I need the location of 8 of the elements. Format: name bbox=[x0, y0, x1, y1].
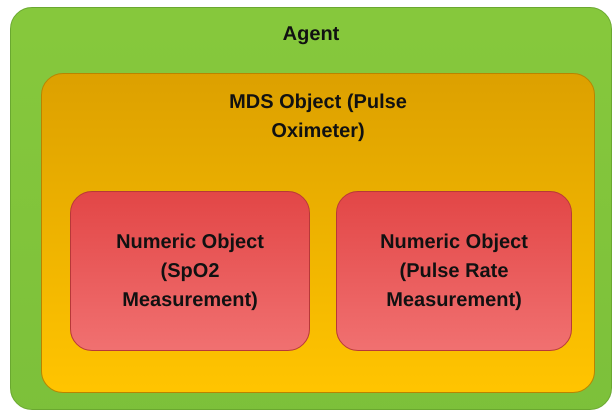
numeric-object-box bbox=[70, 191, 310, 351]
agent-container bbox=[10, 7, 612, 410]
numeric-object-box bbox=[336, 191, 572, 351]
box-title: MDS Object (Pulse Oximeter) bbox=[228, 90, 408, 144]
mds-object-box bbox=[41, 73, 595, 393]
box-title: Agent bbox=[282, 22, 340, 47]
box-title: Numeric Object (Pulse Rate Measurement) bbox=[379, 230, 529, 313]
box-title: Numeric Object (SpO2 Measurement) bbox=[115, 230, 265, 313]
